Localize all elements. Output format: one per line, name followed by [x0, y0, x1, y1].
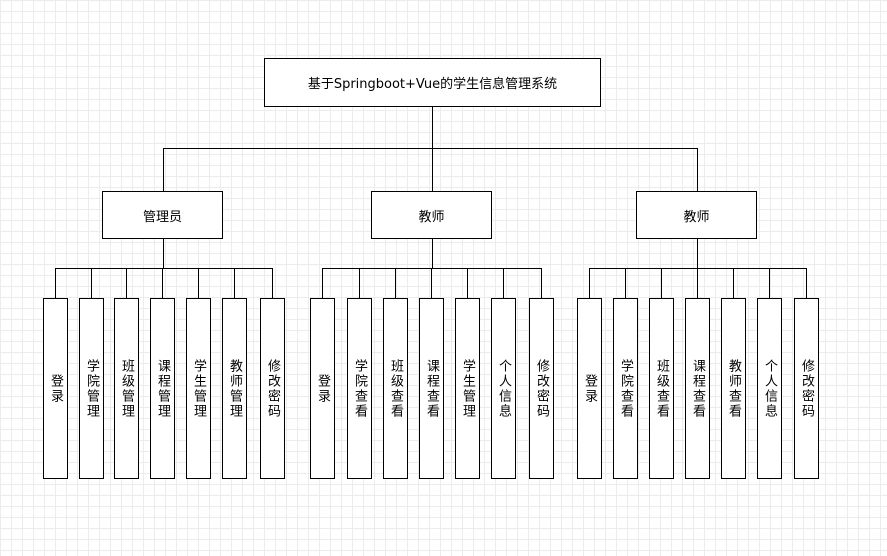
leaf-drop	[806, 268, 807, 298]
leaf-drop	[359, 268, 360, 298]
leaf-drop	[272, 268, 273, 298]
group-3-bus	[589, 268, 807, 269]
leaf-drop	[91, 268, 92, 298]
leaf-node: 登录	[310, 298, 335, 479]
leaf-node: 班级管理	[114, 298, 139, 479]
leaf-label: 班级管理	[119, 358, 134, 419]
leaf-node: 课程查看	[685, 298, 710, 479]
group-drop-3	[697, 148, 698, 191]
group-2-stem	[432, 238, 433, 268]
leaf-drop	[234, 268, 235, 298]
leaf-label: 学生管理	[191, 358, 206, 419]
leaf-label: 修改密码	[265, 358, 280, 419]
group-drop-1	[163, 148, 164, 191]
leaf-node: 课程查看	[419, 298, 444, 479]
leaf-node: 登录	[577, 298, 602, 479]
group-drop-2	[432, 148, 433, 191]
leaf-drop	[431, 268, 432, 298]
leaf-drop	[625, 268, 626, 298]
leaf-label: 学院管理	[84, 358, 99, 419]
group-2-bus	[322, 268, 542, 269]
leaf-label: 教师查看	[726, 358, 741, 419]
group-label: 教师	[683, 209, 710, 225]
group-node-teacher-2: 教师	[636, 191, 757, 239]
leaf-node: 学院查看	[613, 298, 638, 479]
root-stem	[432, 106, 433, 149]
leaf-drop	[322, 268, 323, 298]
leaf-node: 班级查看	[383, 298, 408, 479]
leaf-label: 课程查看	[690, 358, 705, 419]
leaf-label: 登录	[315, 373, 330, 404]
root-label: 基于Springboot+Vue的学生信息管理系统	[307, 77, 558, 92]
leaf-label: 登录	[48, 373, 63, 404]
leaf-node: 学生管理	[186, 298, 211, 479]
leaf-node: 课程管理	[150, 298, 175, 479]
leaf-node: 教师管理	[222, 298, 247, 479]
leaf-node: 教师查看	[721, 298, 746, 479]
group-node-teacher: 教师	[371, 191, 492, 239]
leaf-drop	[661, 268, 662, 298]
group-3-stem	[697, 238, 698, 268]
leaf-node: 学院管理	[79, 298, 104, 479]
leaf-label: 学院查看	[618, 358, 633, 419]
group-1-stem	[163, 238, 164, 268]
group-label: 管理员	[142, 209, 182, 225]
leaf-label: 个人信息	[762, 358, 777, 419]
leaf-label: 班级查看	[388, 358, 403, 419]
leaf-drop	[541, 268, 542, 298]
leaf-label: 登录	[582, 373, 597, 404]
leaf-node: 登录	[43, 298, 68, 479]
leaf-node: 修改密码	[794, 298, 819, 479]
leaf-node: 个人信息	[757, 298, 782, 479]
leaf-node: 修改密码	[529, 298, 554, 479]
leaf-drop	[467, 268, 468, 298]
leaf-label: 学生管理	[460, 358, 475, 419]
root-node: 基于Springboot+Vue的学生信息管理系统	[264, 58, 601, 107]
leaf-drop	[395, 268, 396, 298]
leaf-label: 课程管理	[155, 358, 170, 419]
leaf-drop	[126, 268, 127, 298]
leaf-label: 个人信息	[496, 358, 511, 419]
leaf-drop	[697, 268, 698, 298]
group-node-admin: 管理员	[102, 191, 223, 239]
leaf-label: 课程查看	[424, 358, 439, 419]
leaf-node: 学院查看	[347, 298, 372, 479]
leaf-node: 学生管理	[455, 298, 480, 479]
leaf-node: 班级查看	[649, 298, 674, 479]
leaf-label: 班级查看	[654, 358, 669, 419]
group-1-bus	[55, 268, 273, 269]
leaf-drop	[589, 268, 590, 298]
leaf-drop	[769, 268, 770, 298]
leaf-label: 修改密码	[534, 358, 549, 419]
group-label: 教师	[418, 209, 445, 225]
root-bus	[163, 148, 698, 149]
leaf-label: 修改密码	[799, 358, 814, 419]
leaf-drop	[162, 268, 163, 298]
leaf-node: 个人信息	[491, 298, 516, 479]
leaf-label: 学院查看	[352, 358, 367, 419]
leaf-label: 教师管理	[227, 358, 242, 419]
leaf-node: 修改密码	[260, 298, 285, 479]
leaf-drop	[55, 268, 56, 298]
leaf-drop	[503, 268, 504, 298]
leaf-drop	[733, 268, 734, 298]
leaf-drop	[198, 268, 199, 298]
